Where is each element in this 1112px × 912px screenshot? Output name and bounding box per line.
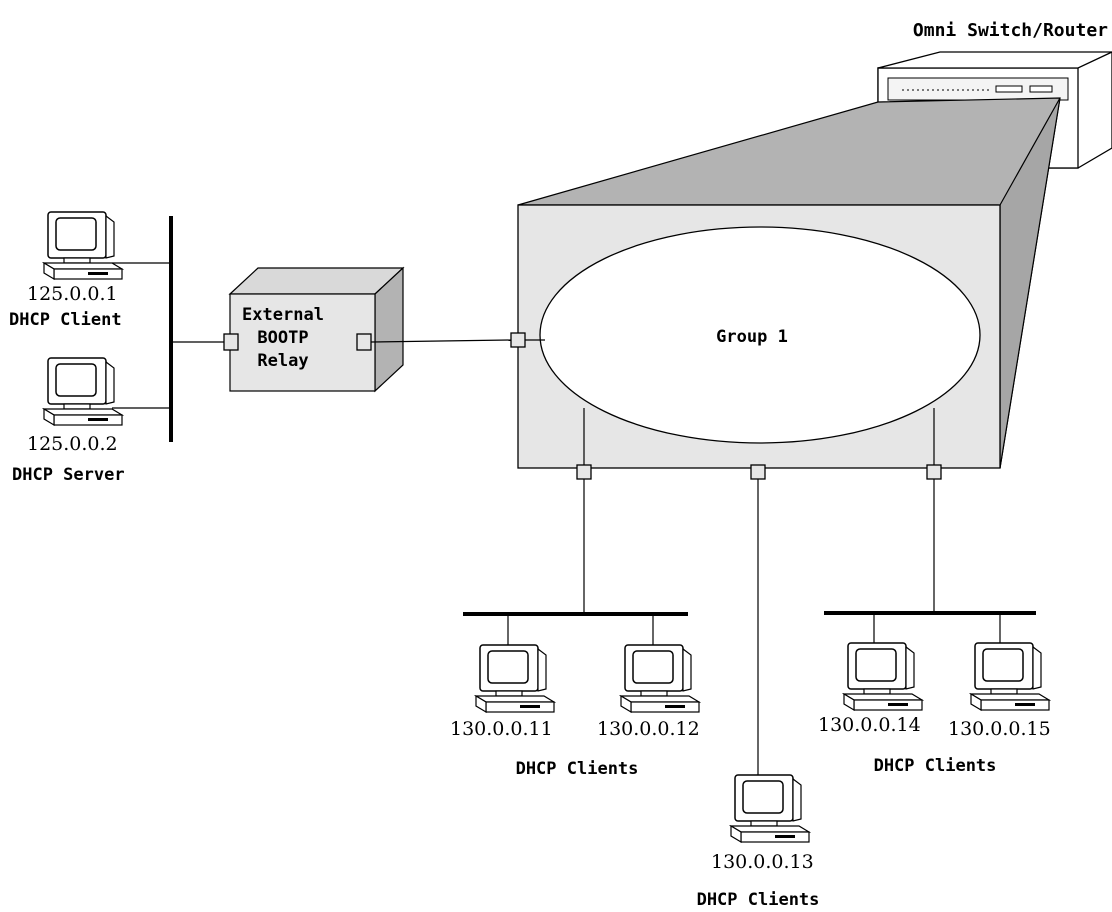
pc-icon-server: [43, 357, 123, 426]
bootp-relay-box: [228, 266, 405, 393]
host-15-ip: 130.0.0.15: [948, 718, 1051, 740]
switch-port-3: [926, 464, 942, 480]
relay-port-left: [223, 333, 239, 351]
pc-icon-11: [475, 644, 555, 713]
left-host-2-role: DHCP Server: [12, 465, 125, 485]
left-host-2-ip: 125.0.0.2: [27, 433, 118, 455]
group-label: Group 1: [716, 327, 788, 347]
relay-port-right: [356, 333, 372, 351]
group-label-left: DHCP Clients: [516, 759, 639, 779]
switch-port-2: [750, 464, 766, 480]
relay-label-line3: Relay: [257, 351, 308, 371]
group-label-right: DHCP Clients: [874, 756, 997, 776]
host-13-ip: 130.0.0.13: [711, 851, 814, 873]
left-host-1-ip: 125.0.0.1: [27, 283, 118, 305]
relay-label-line1: External: [242, 305, 324, 325]
diagram-title: Omni Switch/Router: [913, 20, 1108, 41]
host-12-ip: 130.0.0.12: [597, 718, 700, 740]
group-label-center: DHCP Clients: [697, 890, 820, 910]
pc-icon-15: [970, 642, 1050, 711]
relay-label-line2: BOOTP: [257, 328, 308, 348]
pc-icon-client: [43, 211, 123, 280]
pc-icon-14: [843, 642, 923, 711]
switch-port-left: [510, 332, 526, 348]
left-host-1-role: DHCP Client: [9, 310, 122, 330]
host-11-ip: 130.0.0.11: [450, 718, 553, 740]
pc-icon-13: [730, 774, 810, 843]
host-14-ip: 130.0.0.14: [818, 714, 921, 736]
pc-icon-12: [620, 644, 700, 713]
switch-port-1: [576, 464, 592, 480]
group-ellipse: [539, 226, 981, 444]
